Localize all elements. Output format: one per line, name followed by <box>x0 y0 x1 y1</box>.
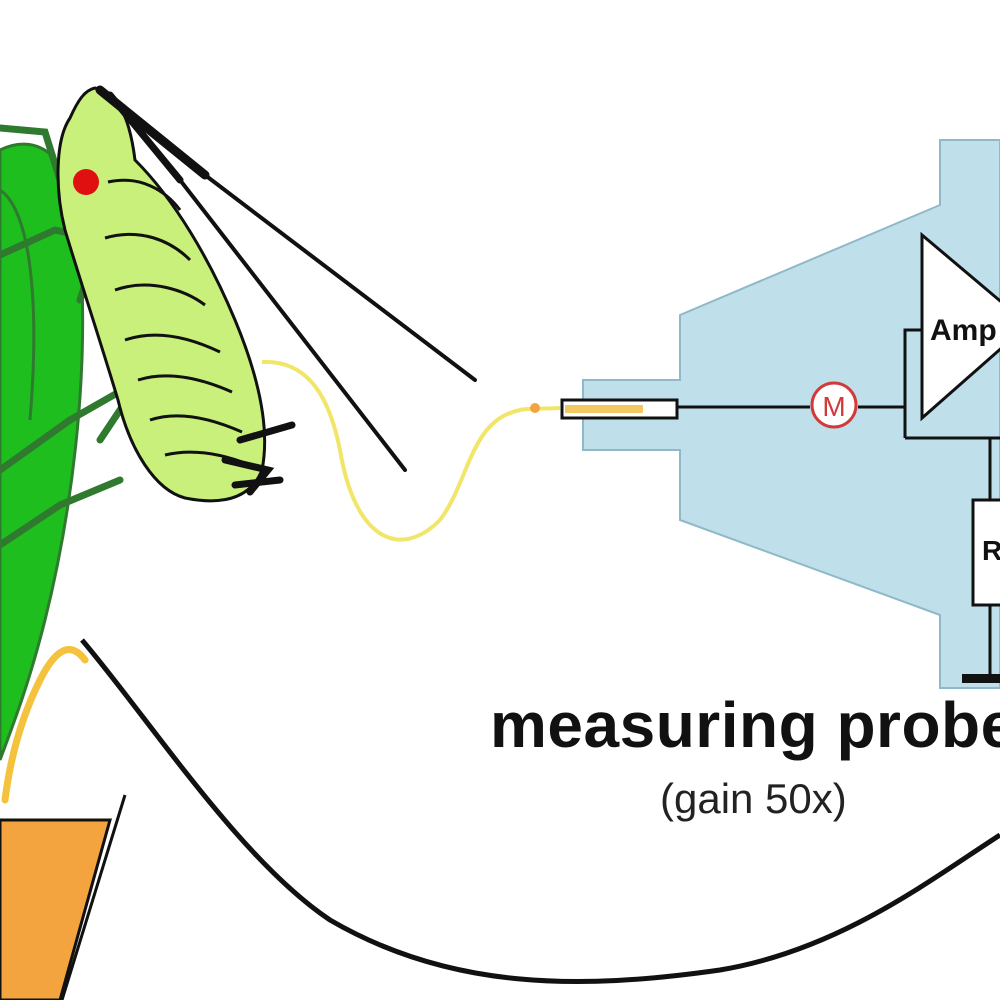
aphid-eye <box>73 169 99 195</box>
pot-edge <box>60 794 127 1000</box>
meter-symbol: M <box>822 391 845 422</box>
probe-tip <box>560 398 679 420</box>
wire-junction <box>530 403 540 413</box>
aphid-icon <box>56 86 267 503</box>
gold-wire <box>261 359 561 542</box>
ground-icon <box>962 674 1000 683</box>
resistor-icon <box>971 498 1000 607</box>
resistor-label: R <box>982 535 1000 566</box>
amplifier: Amp <box>920 231 1000 422</box>
resistor: R <box>971 498 1000 607</box>
probe-title: measuring probe <box>490 689 1000 761</box>
meter-icon <box>810 381 858 429</box>
probe-gain: (gain 50x) <box>660 775 847 822</box>
plant-pot <box>0 818 112 1000</box>
circuit-wires <box>677 328 1000 676</box>
aphid <box>56 86 296 503</box>
leaf-vein <box>0 188 36 421</box>
amplifier-label: Amp <box>930 314 997 347</box>
aphid-back-legs <box>221 421 296 496</box>
return-cable <box>80 638 1000 984</box>
amplifier-icon <box>920 231 1000 422</box>
aphid-segments <box>104 178 251 467</box>
probe-housing <box>582 139 1000 689</box>
soil-electrode <box>1 646 89 804</box>
aphid-antennae <box>95 85 477 472</box>
meter: M <box>810 381 858 429</box>
